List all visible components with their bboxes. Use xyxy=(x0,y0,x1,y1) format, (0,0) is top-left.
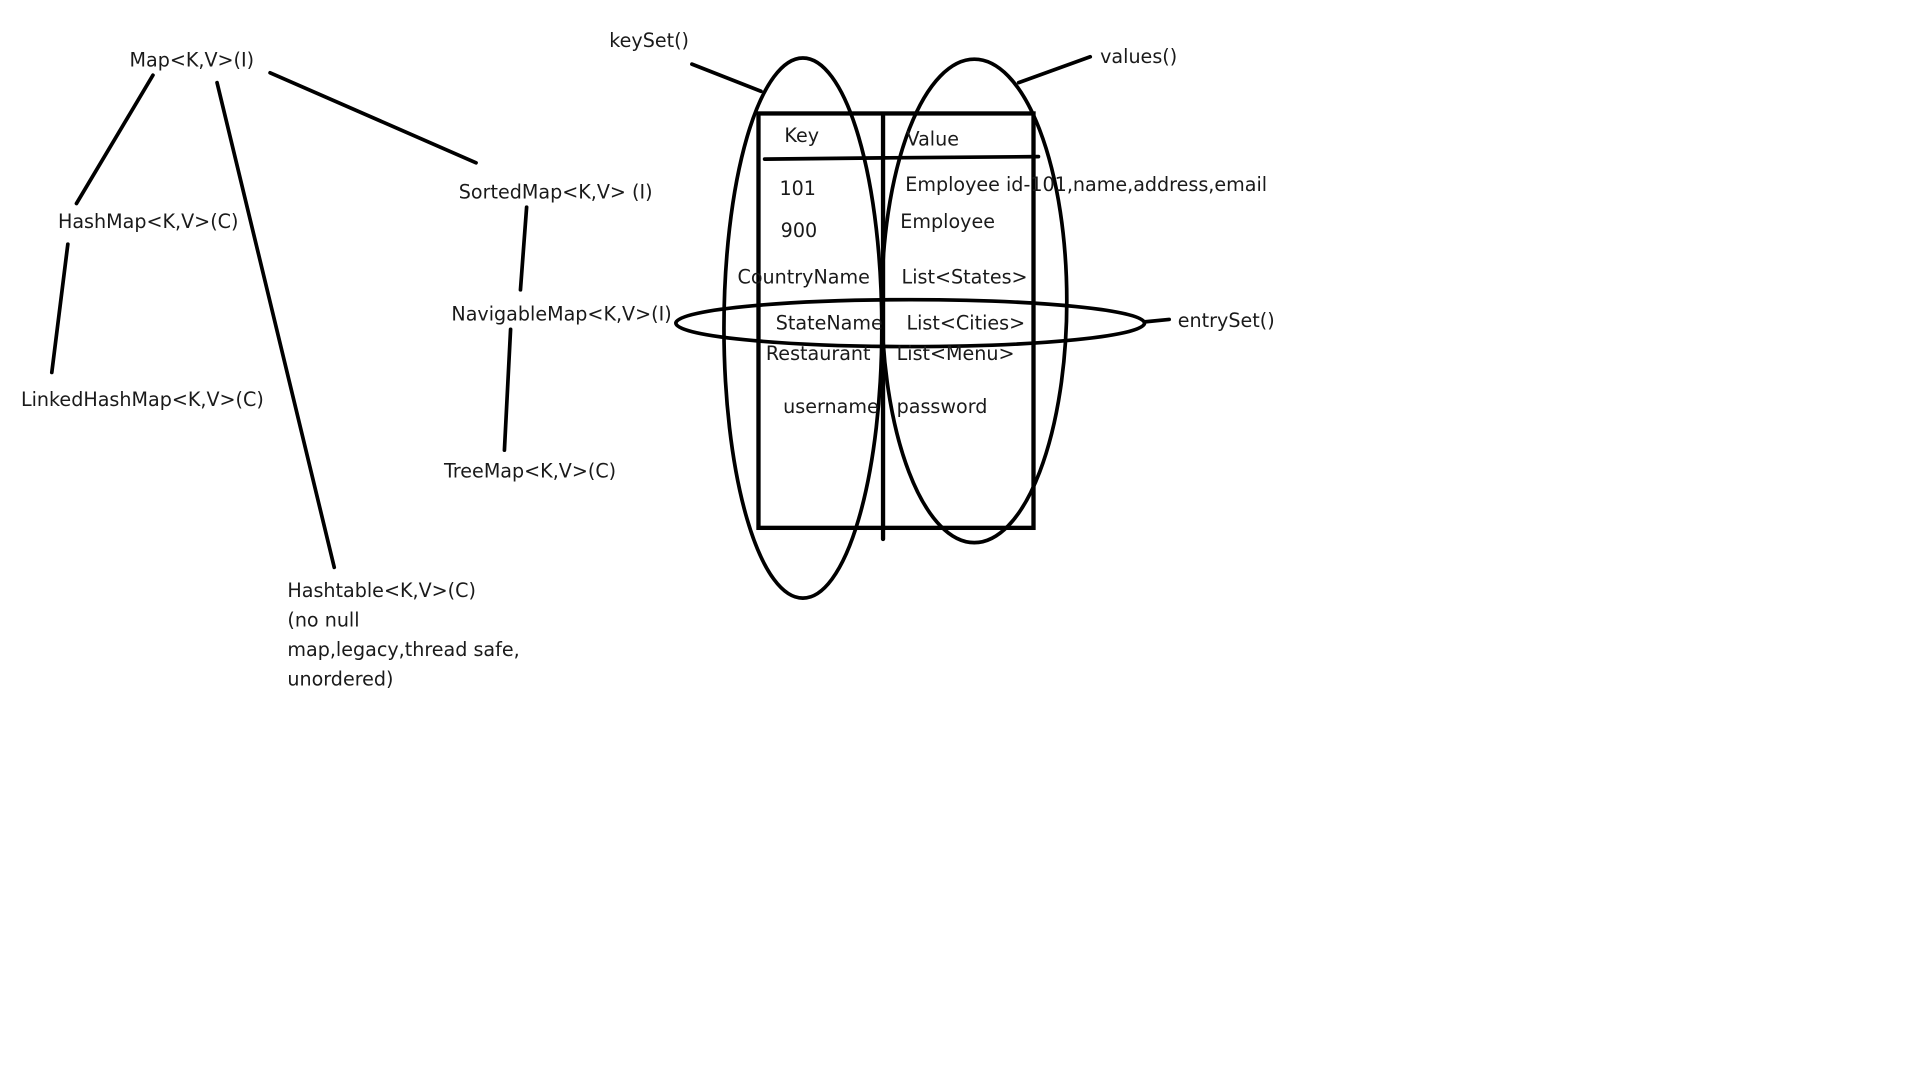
keyset-pointer xyxy=(690,62,763,94)
table-header-underline-value xyxy=(881,154,1041,160)
hashtable-note-1: (no null xyxy=(287,609,360,632)
connector-map-sortedmap xyxy=(268,70,478,165)
table-header-key: Key xyxy=(784,124,820,147)
hashtable-note-2: map,legacy,thread safe, xyxy=(287,638,520,662)
node-hashmap: HashMap<K,V>(C) xyxy=(57,210,239,234)
table-row-value: List<Cities> xyxy=(906,312,1026,335)
connector-map-hashmap xyxy=(74,73,155,206)
table-row-key: StateName xyxy=(775,312,883,335)
label-keyset: keySet() xyxy=(609,29,690,52)
hashtable-note-3: unordered) xyxy=(287,668,394,691)
table-box xyxy=(756,111,1036,531)
node-map: Map<K,V>(I) xyxy=(129,49,255,72)
node-hashtable: Hashtable<K,V>(C) (no null map,legacy,th… xyxy=(287,576,519,694)
node-sortedmap: SortedMap<K,V> (I) xyxy=(458,181,653,204)
table-row-key: username xyxy=(783,395,879,419)
node-treemap: TreeMap<K,V>(C) xyxy=(443,460,617,483)
connector-navigablemap-treemap xyxy=(502,327,513,453)
connector-sortedmap-navigablemap xyxy=(518,205,529,292)
table-row-key: Restaurant xyxy=(765,342,871,366)
table-row-key: CountryName xyxy=(737,266,870,289)
diagram-lines xyxy=(49,54,1172,601)
table-row-value: List<States> xyxy=(901,266,1028,289)
table-row-value: password xyxy=(896,395,988,419)
table-row-key: 101 xyxy=(779,177,816,200)
entryset-pointer xyxy=(1142,317,1172,324)
connector-hashmap-linkedhashmap xyxy=(49,242,70,375)
table-row-value: Employee id-101,name,address,email xyxy=(905,173,1268,197)
table-header-value: Value xyxy=(906,128,959,151)
hashtable-title: Hashtable<K,V>(C) xyxy=(287,579,476,602)
table-row-value: Employee xyxy=(900,210,996,234)
values-pointer xyxy=(1016,54,1093,85)
table-row-key: 900 xyxy=(780,219,818,242)
label-values: values() xyxy=(1100,45,1178,68)
node-linkedhashmap: LinkedHashMap<K,V>(C) xyxy=(20,388,264,411)
node-navigablemap: NavigableMap<K,V>(I) xyxy=(451,303,672,326)
connector-map-hashtable xyxy=(215,80,337,570)
label-entryset: entrySet() xyxy=(1177,309,1275,332)
table-row-value: List<Menu> xyxy=(896,342,1015,366)
